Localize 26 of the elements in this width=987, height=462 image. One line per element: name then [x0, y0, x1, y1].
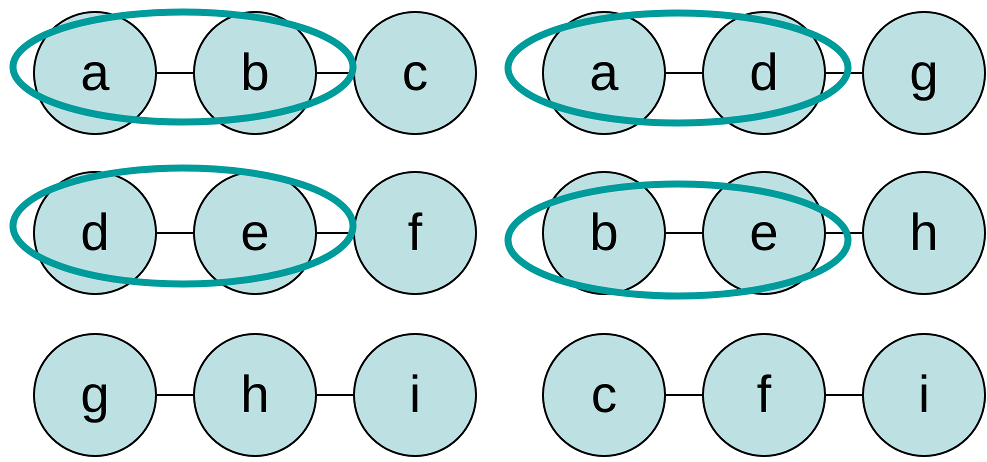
- connector-line: [666, 72, 702, 74]
- connector-line: [157, 394, 193, 396]
- node-label: b: [590, 207, 618, 259]
- node-label: a: [590, 47, 618, 99]
- connector-line: [826, 394, 862, 396]
- node-label: h: [240, 369, 270, 421]
- node-label: b: [240, 47, 270, 99]
- connector-line: [317, 394, 353, 396]
- node-label: g: [80, 369, 110, 421]
- node-label: d: [750, 47, 778, 99]
- node-label: f: [408, 207, 422, 259]
- node-label: e: [750, 207, 778, 259]
- node-label: g: [910, 47, 938, 99]
- connector-line: [666, 232, 702, 234]
- node-label: c: [402, 47, 428, 99]
- node-label: e: [240, 207, 270, 259]
- node-label: i: [918, 369, 930, 421]
- connector-line: [666, 394, 702, 396]
- node-label: a: [80, 47, 110, 99]
- connector-line: [157, 72, 193, 74]
- node-label: f: [756, 369, 772, 421]
- node-label: i: [409, 369, 421, 421]
- connector-line: [157, 232, 193, 234]
- node-label: h: [910, 207, 938, 259]
- node-label: d: [80, 207, 110, 259]
- node-label: c: [591, 369, 617, 421]
